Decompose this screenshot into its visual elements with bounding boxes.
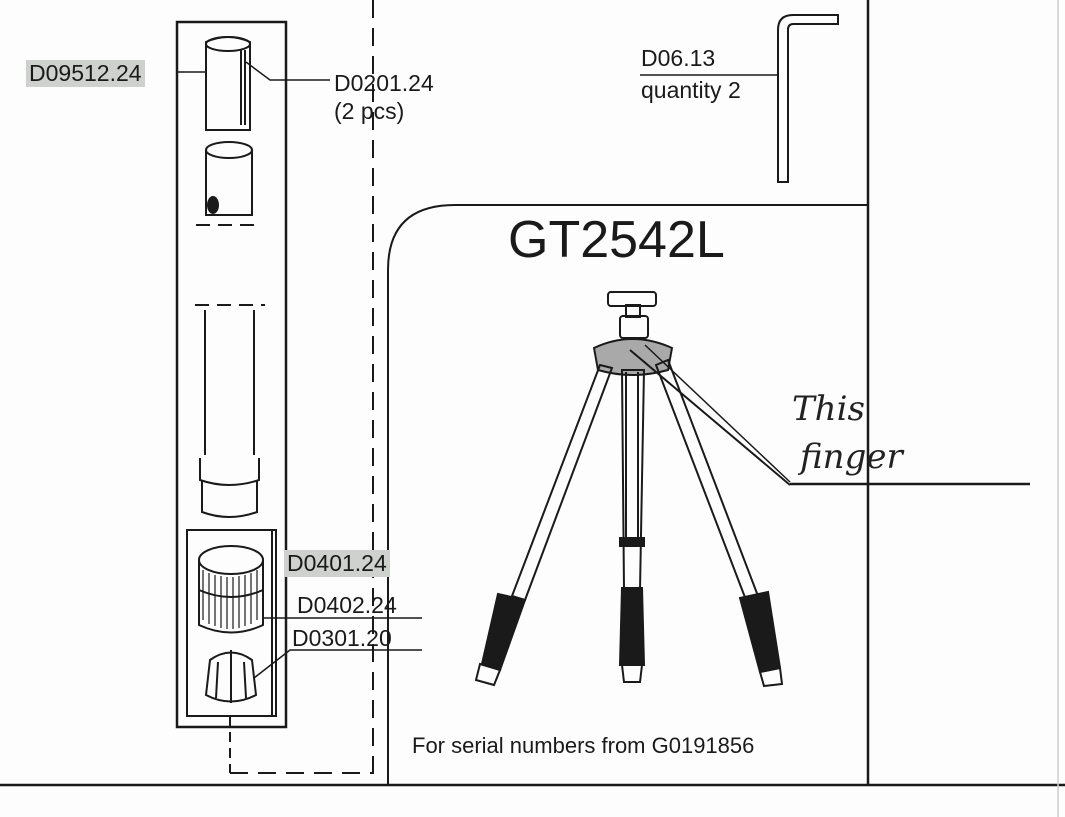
part-label-d0401: D0401.24	[284, 550, 390, 577]
part-label-d0301: D0301.20	[292, 625, 392, 651]
pointer-line-1	[629, 349, 791, 486]
handwritten-note-line2: finger	[800, 437, 903, 477]
part-label-d09512: D09512.24	[26, 60, 145, 87]
leader-d0301	[253, 649, 422, 679]
part-label-d0201: D0201.24	[334, 70, 434, 96]
tripod-panel-outline	[387, 204, 868, 785]
ring-d0401	[198, 545, 264, 575]
column-collar	[199, 458, 260, 486]
hex-key	[777, 14, 839, 183]
part-label-d0402: D0402.24	[297, 592, 397, 618]
model-title: GT2542L	[508, 211, 725, 269]
serial-note: For serial numbers from G0191856	[412, 733, 755, 758]
part-label-d0613-qty: quantity 2	[641, 77, 741, 103]
tripod-illustration	[474, 291, 784, 688]
handwritten-note-line1: This	[792, 389, 865, 429]
cap-d0301	[204, 651, 258, 703]
part-label-d0613: D06.13	[641, 45, 716, 71]
tube-second	[205, 150, 253, 216]
column-bottom	[201, 480, 258, 518]
lower-kit-box	[186, 529, 277, 717]
leader-d0201	[245, 61, 330, 81]
part-label-d0201-qty: (2 pcs)	[334, 98, 405, 124]
column-box	[175, 20, 288, 729]
